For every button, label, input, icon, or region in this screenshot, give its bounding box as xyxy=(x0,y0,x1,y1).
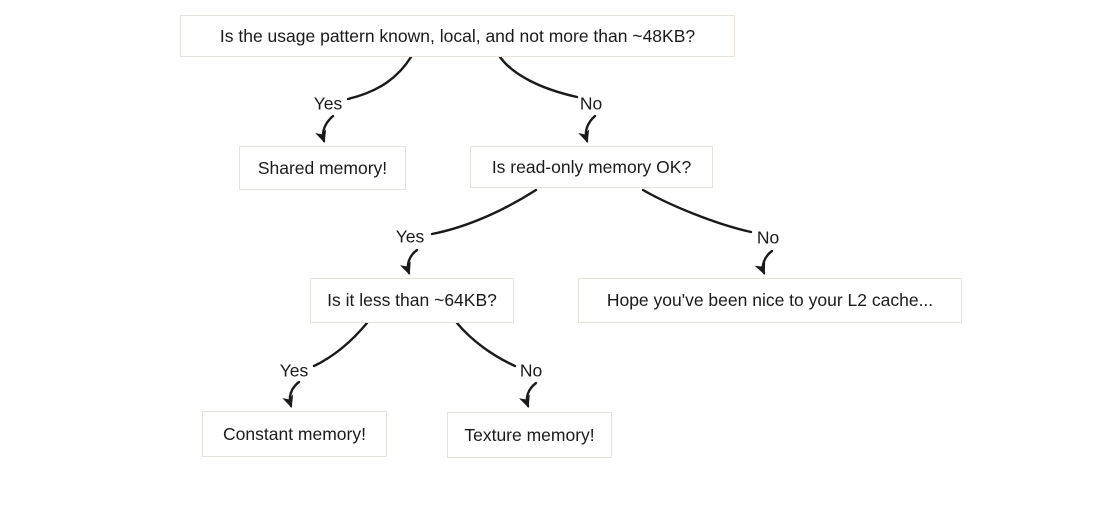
edge-readonly-to-no-curve xyxy=(641,188,753,234)
edge-usage-to-yes-curve xyxy=(346,55,413,101)
node-question-readonly-memory: Is read-only memory OK? xyxy=(470,146,713,188)
edge-label-usage-no: No xyxy=(579,93,603,114)
node-answer-shared-memory: Shared memory! xyxy=(239,146,406,190)
node-answer-constant-memory: Constant memory! xyxy=(202,411,387,457)
arrow-no-to-readonly-question xyxy=(578,114,597,143)
node-answer-l2-cache: Hope you've been nice to your L2 cache..… xyxy=(578,278,962,323)
arrow-yes-to-shared-memory xyxy=(315,114,335,143)
edge-label-readonly-no: No xyxy=(756,227,780,248)
arrow-no-to-texture-memory xyxy=(518,381,538,408)
edge-label-readonly-yes: Yes xyxy=(395,226,425,247)
arrow-yes-to-constant-memory xyxy=(282,380,301,408)
arrow-no-to-l2-cache xyxy=(754,249,774,275)
edge-label-usage-yes: Yes xyxy=(313,93,343,114)
node-question-usage-pattern: Is the usage pattern known, local, and n… xyxy=(180,15,735,57)
edge-readonly-to-yes-curve xyxy=(430,188,538,236)
node-answer-texture-memory: Texture memory! xyxy=(447,412,612,458)
edge-64kb-to-no-curve xyxy=(455,321,517,368)
edge-label-64kb-no: No xyxy=(519,360,543,381)
node-question-less-than-64kb: Is it less than ~64KB? xyxy=(310,278,514,323)
edge-label-64kb-yes: Yes xyxy=(279,360,309,381)
edge-64kb-to-yes-curve xyxy=(312,321,369,368)
edge-usage-to-no-curve xyxy=(498,55,579,99)
arrow-yes-to-64kb-question xyxy=(399,248,419,275)
